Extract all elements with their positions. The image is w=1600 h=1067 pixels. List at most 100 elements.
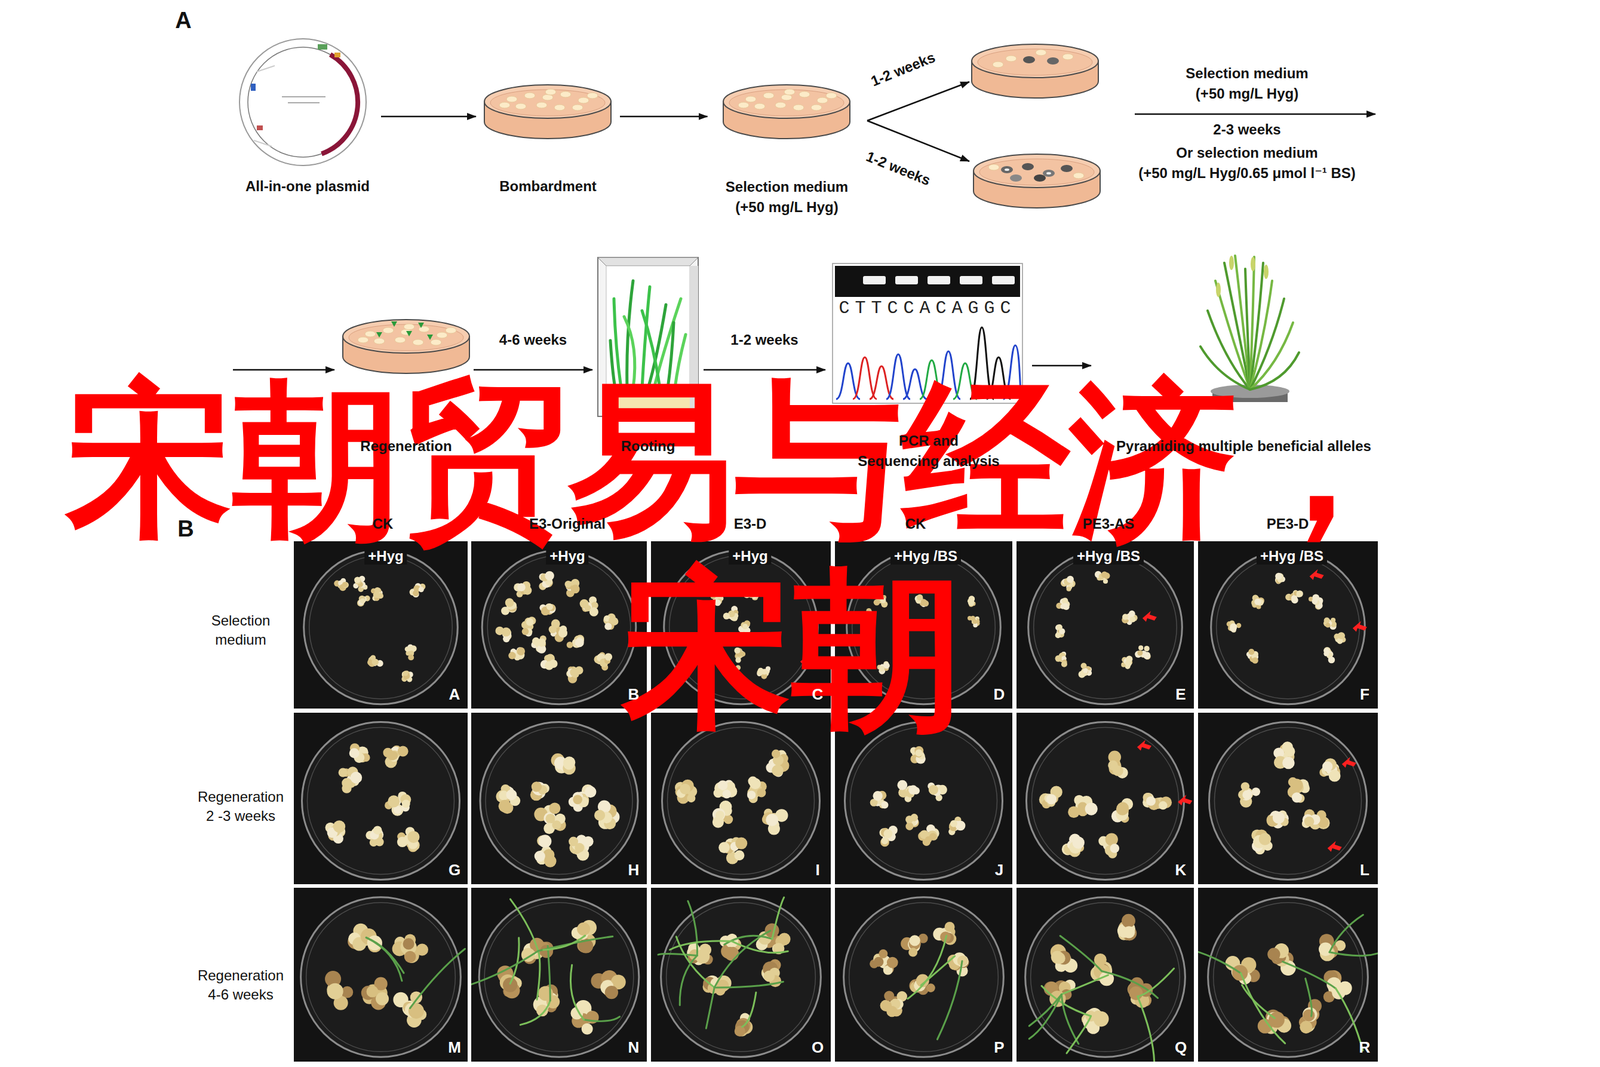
- callus: [608, 616, 616, 624]
- callus: [566, 641, 574, 649]
- callus: [1138, 645, 1144, 650]
- photo-background: [293, 541, 468, 709]
- shoot: [1329, 949, 1378, 956]
- drawing-part: [834, 265, 1021, 297]
- callus: [1061, 661, 1068, 668]
- drawing-part: [1062, 53, 1074, 60]
- drawing-part: [992, 275, 1015, 285]
- photo-content: [301, 721, 460, 880]
- petri-dish: [303, 550, 459, 705]
- red-arrow-mark: [1177, 794, 1193, 806]
- drawing-part: [1215, 255, 1269, 297]
- drawing-part: [1009, 174, 1022, 182]
- callus: [718, 841, 730, 853]
- callus: [747, 790, 756, 799]
- drawing-part: [988, 164, 1000, 171]
- flow-arrow: [619, 115, 708, 118]
- callus: [910, 813, 918, 822]
- callus: [1330, 617, 1336, 623]
- callus: [505, 788, 517, 800]
- callus: [1072, 836, 1084, 849]
- petri-dish-rim: [1033, 555, 1178, 699]
- petri-dish: [1211, 550, 1366, 705]
- callus: [349, 771, 362, 784]
- drawing-part: [1263, 264, 1269, 279]
- callus: [1083, 667, 1089, 673]
- shoot: [714, 981, 783, 988]
- petri-dish: [301, 897, 462, 1058]
- callus: [572, 794, 583, 805]
- petri-dish: [342, 319, 470, 374]
- photo-background: [1198, 887, 1378, 1062]
- drawing-part: [427, 334, 433, 340]
- drawing-part: [1250, 256, 1256, 272]
- petri-dish-rim: [666, 902, 816, 1052]
- photo-letter: A: [449, 685, 461, 704]
- callus: [928, 784, 939, 795]
- callus: [544, 570, 554, 580]
- drawing-part: [959, 275, 983, 285]
- photo-content: [661, 721, 820, 880]
- shoot: [679, 955, 697, 1006]
- petri-dish: [481, 550, 637, 705]
- callus: [944, 921, 955, 932]
- callus: [1296, 590, 1303, 597]
- shoot: [1066, 1015, 1092, 1053]
- photo-content: [1198, 897, 1378, 1058]
- stage-node: Bombardment: [477, 71, 619, 201]
- callus: [771, 749, 780, 758]
- shoot: [1101, 970, 1159, 998]
- petri-dish: [973, 154, 1101, 208]
- callus: [1322, 760, 1333, 772]
- drawing-part: [287, 102, 320, 104]
- callus: [544, 854, 557, 867]
- drawing-part: [253, 140, 272, 147]
- callus: [1081, 668, 1088, 675]
- callus: [1328, 769, 1341, 782]
- treatment-label: +Hyg /BS: [890, 547, 961, 565]
- callus: [908, 784, 918, 795]
- petri-dish-rim: [306, 726, 454, 874]
- callus: [539, 944, 554, 958]
- photo-background: [650, 712, 831, 884]
- callus: [584, 785, 597, 798]
- stage-node: PCR and Sequencing analysis: [827, 250, 1031, 475]
- column-header: E3-D: [734, 515, 767, 533]
- callus: [1054, 951, 1066, 964]
- shoot: [1029, 993, 1062, 1038]
- callus: [327, 983, 344, 1000]
- petri-dish: [661, 721, 820, 880]
- drawing-part: [317, 44, 328, 50]
- drawing-part: [1005, 55, 1017, 62]
- treatment-label: +Hyg /BS: [1256, 547, 1328, 565]
- callus: [570, 584, 580, 594]
- callus: [886, 1005, 898, 1017]
- callus: [508, 651, 516, 659]
- callus: [1146, 796, 1156, 806]
- photo-letter: H: [628, 860, 640, 880]
- photo-letter: Q: [1174, 1037, 1187, 1057]
- callus: [1302, 1009, 1315, 1022]
- callus: [401, 799, 411, 808]
- petri-dish-rim: [1030, 902, 1181, 1052]
- callus: [1129, 616, 1136, 623]
- callus: [1128, 610, 1136, 617]
- callus: [589, 607, 599, 617]
- callus: [407, 653, 414, 660]
- callus: [873, 790, 883, 801]
- medium-label: Selection medium: [1185, 65, 1308, 82]
- photo-content: [1025, 897, 1186, 1062]
- petri-dish: [843, 897, 1004, 1058]
- stage-node: Rooting: [594, 250, 702, 460]
- shoot: [547, 945, 551, 1001]
- callus: [1337, 631, 1345, 640]
- photo-background: [471, 712, 647, 884]
- treatment-label: +Hyg: [728, 547, 772, 565]
- shoot: [1041, 985, 1092, 1016]
- callus: [734, 849, 745, 861]
- red-arrow-mark: [1341, 756, 1357, 768]
- callus: [582, 836, 594, 847]
- petri-dish: [1208, 897, 1369, 1058]
- drawing-part: [342, 319, 470, 374]
- callus: [735, 837, 748, 850]
